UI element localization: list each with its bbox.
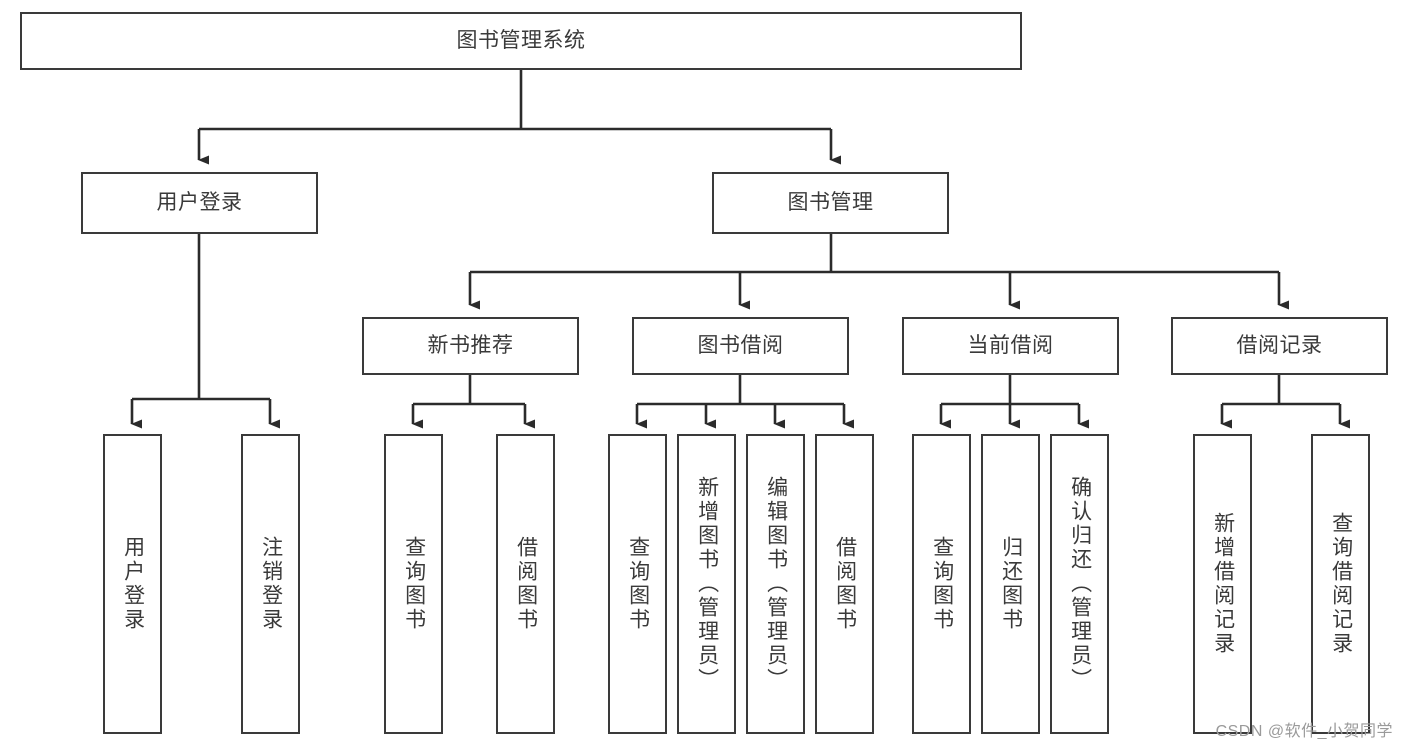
node-label: 归还图书 <box>999 536 1023 632</box>
node-label: 查询图书 <box>930 536 954 632</box>
connectors-root-to-level2 <box>197 70 841 165</box>
connectors-borrowrecord-to-leaves <box>1220 375 1350 429</box>
node-book-borrow[interactable]: 图书借阅 <box>632 317 849 375</box>
node-label: 查询借阅记录 <box>1329 512 1353 656</box>
node-borrow-record[interactable]: 借阅记录 <box>1171 317 1388 375</box>
connectors-bookborrow-to-leaves <box>635 375 854 429</box>
leaf-edit-book-admin[interactable]: 编辑图书（管理员） <box>746 434 805 734</box>
leaf-query-book-current[interactable]: 查询图书 <box>912 434 971 734</box>
node-label: 新书推荐 <box>427 334 514 358</box>
leaf-query-book-borrow[interactable]: 查询图书 <box>608 434 667 734</box>
node-label: 图书管理系统 <box>456 29 586 53</box>
node-label: 图书借阅 <box>697 334 784 358</box>
connectors-userlogin-to-leaves <box>130 234 280 429</box>
node-label: 查询图书 <box>402 536 426 632</box>
leaf-add-book-admin[interactable]: 新增图书（管理员） <box>677 434 736 734</box>
node-label: 查询图书 <box>626 536 650 632</box>
node-current-borrow[interactable]: 当前借阅 <box>902 317 1119 375</box>
node-new-book-recommend[interactable]: 新书推荐 <box>362 317 579 375</box>
node-book-management[interactable]: 图书管理 <box>712 172 949 234</box>
node-label: 借阅记录 <box>1236 334 1323 358</box>
leaf-add-borrow-record[interactable]: 新增借阅记录 <box>1193 434 1252 734</box>
leaf-logout[interactable]: 注销登录 <box>241 434 300 734</box>
node-label: 用户登录 <box>156 191 243 215</box>
leaf-user-login[interactable]: 用户登录 <box>103 434 162 734</box>
node-root-library-system[interactable]: 图书管理系统 <box>20 12 1022 70</box>
node-label: 确认归还（管理员） <box>1068 476 1092 692</box>
node-label: 新增图书（管理员） <box>695 476 719 692</box>
leaf-borrow-book[interactable]: 借阅图书 <box>815 434 874 734</box>
node-label: 新增借阅记录 <box>1211 512 1235 656</box>
node-label: 用户登录 <box>121 536 145 632</box>
node-label: 注销登录 <box>259 536 283 632</box>
connectors-newbook-to-leaves <box>411 375 535 429</box>
node-label: 编辑图书（管理员） <box>764 476 788 692</box>
leaf-borrow-book-recommend[interactable]: 借阅图书 <box>496 434 555 734</box>
node-label: 当前借阅 <box>967 334 1054 358</box>
leaf-return-book[interactable]: 归还图书 <box>981 434 1040 734</box>
leaf-query-book-recommend[interactable]: 查询图书 <box>384 434 443 734</box>
leaf-confirm-return-admin[interactable]: 确认归还（管理员） <box>1050 434 1109 734</box>
node-label: 借阅图书 <box>833 536 857 632</box>
connectors-bookmgmt-to-level3 <box>468 234 1289 310</box>
leaf-query-borrow-record[interactable]: 查询借阅记录 <box>1311 434 1370 734</box>
node-label: 图书管理 <box>787 191 874 215</box>
connectors-currentborrow-to-leaves <box>939 375 1089 429</box>
node-label: 借阅图书 <box>514 536 538 632</box>
node-user-login[interactable]: 用户登录 <box>81 172 318 234</box>
